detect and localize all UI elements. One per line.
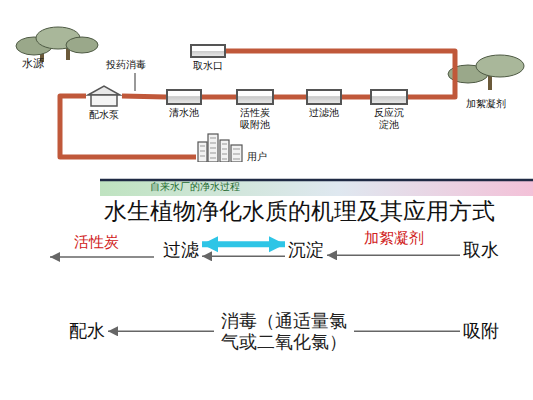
process-step: 吸附: [460, 320, 502, 343]
water-pipe: [122, 96, 166, 97]
node-text: 反应沉淀池: [372, 107, 406, 130]
source-label: 水源: [22, 58, 44, 71]
node-text: 取水口: [191, 60, 225, 72]
node-text: 活性炭吸附池: [239, 107, 272, 130]
carbon-label: 活性炭: [74, 234, 119, 251]
exchange-arrow: [202, 241, 285, 247]
coagulant-label: 加絮凝剂: [466, 98, 506, 110]
flow-arrow: [202, 256, 285, 258]
trees-left: [16, 27, 98, 62]
node-text: 吸附: [463, 321, 499, 342]
process-step: 取水: [460, 239, 502, 262]
node-text: 过滤池: [307, 107, 341, 119]
filter-tank: 过滤池: [306, 89, 342, 119]
tank-shape: [236, 89, 274, 105]
edge-label: 消毒（通适量氯气或二氧化氯）: [214, 309, 353, 354]
tank-shape: [190, 44, 226, 58]
pump-house: 配水泵: [86, 85, 122, 121]
water-pipe: [274, 95, 306, 100]
water-pipe: [342, 95, 370, 100]
tank-shape: [306, 89, 342, 105]
node-text: 过滤: [163, 240, 199, 261]
node-text: 沉淀: [288, 240, 324, 261]
water-pipe: [202, 95, 236, 100]
water-pipe: [60, 96, 196, 157]
node-text: 配水泵: [87, 109, 121, 121]
process-step: 配水: [66, 320, 108, 343]
pump-house-shape: [86, 85, 122, 107]
tank-shape: [370, 89, 408, 105]
buildings-shape: [196, 132, 244, 162]
dosing-label: 投药消毒: [106, 59, 146, 71]
process-step: 过滤: [160, 239, 202, 262]
node-text: 配水: [69, 321, 105, 342]
node-text: 取水: [463, 240, 499, 261]
tank-shape: [166, 89, 202, 105]
node-text: 水源: [22, 58, 44, 71]
settling-tank: 反应沉淀池: [370, 89, 408, 130]
node-text: 清水池: [167, 107, 201, 119]
title: 水生植物净化水质的机理及其应用方式: [104, 198, 495, 224]
dosing-funnel: [135, 73, 136, 91]
clear-water-tank: 清水池: [166, 89, 202, 119]
trees-right: [448, 55, 524, 90]
process-step: 沉淀: [285, 239, 327, 262]
flow-arrow: [327, 255, 460, 257]
edge-label: 加絮凝剂: [360, 228, 428, 248]
node-text: 用户: [247, 151, 267, 163]
banner-heading: 自来水厂的净水过程: [150, 181, 240, 193]
carbon-tank: 活性炭吸附池: [236, 89, 274, 130]
banner-band: [100, 180, 533, 196]
intake-box: 取水口: [190, 44, 226, 72]
user-buildings: 用户: [196, 132, 267, 162]
carbon-arrow: [50, 257, 154, 258]
